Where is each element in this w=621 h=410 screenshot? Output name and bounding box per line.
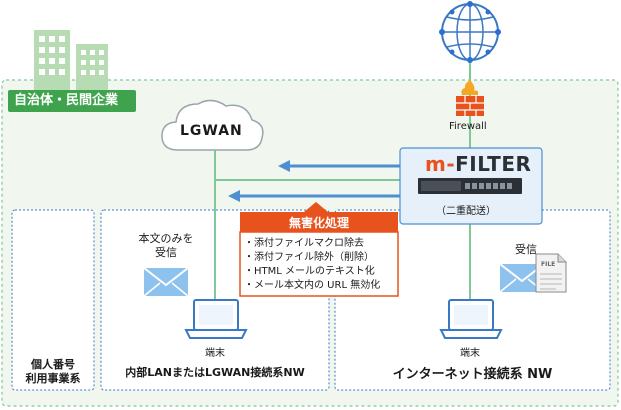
zone-left-label: 個人番号 利用事業系: [12, 358, 94, 386]
laptop-icon-left: [184, 299, 248, 339]
firewall-label: Firewall: [449, 121, 487, 132]
org-label: [8, 90, 136, 112]
globe-icon: [439, 1, 501, 63]
product-logo: m-FILTER: [425, 152, 531, 176]
process-pointer: [304, 202, 328, 212]
zone-mid-label: 内部LANまたはLGWAN接続系NW: [125, 366, 305, 379]
product-name-part1: m-: [425, 152, 456, 176]
zone-left-label-line1: 個人番号: [31, 358, 75, 371]
process-item: ・添付ファイルマクロ除去: [244, 238, 364, 249]
process-item: ・HTML メールのテキスト化: [244, 266, 375, 277]
mail-left-label: 本文のみを 受信: [126, 232, 206, 260]
building-icon: [34, 30, 108, 92]
mail-right-label: 受信: [515, 243, 537, 256]
server-icon: [418, 178, 522, 194]
org-label-text: 自治体・民間企業: [14, 93, 119, 108]
process-title: 無害化処理: [288, 216, 349, 230]
mail-left-label-line1: 本文のみを: [138, 232, 194, 245]
mail-icon-left: [143, 267, 189, 297]
zone-right-label: インターネット接続系 NW: [392, 367, 553, 382]
process-header: [240, 212, 398, 232]
file-icon-text: FILE: [541, 261, 556, 268]
process-box: [239, 231, 399, 297]
delivery-arrows: [228, 160, 400, 202]
zone-individual-number: [11, 209, 95, 391]
laptop-icon-right: [439, 299, 503, 339]
process-item: ・メール本文内の URL 無効化: [244, 280, 381, 291]
cloud-label: LGWAN: [180, 123, 243, 139]
file-icon: [535, 253, 567, 293]
cloud-icon: [161, 99, 264, 151]
product-name-part2: FILTER: [455, 152, 532, 176]
mail-left-label-line2: 受信: [155, 246, 177, 259]
process-item: ・添付ファイル除外（削除）: [244, 252, 374, 263]
firewall-icon: [456, 80, 484, 116]
terminal-label-right: 端末: [460, 348, 480, 359]
terminal-label-left: 端末: [205, 348, 225, 359]
product-subtitle: （二重配送）: [436, 206, 496, 217]
zone-left-label-line2: 利用事業系: [25, 372, 81, 385]
